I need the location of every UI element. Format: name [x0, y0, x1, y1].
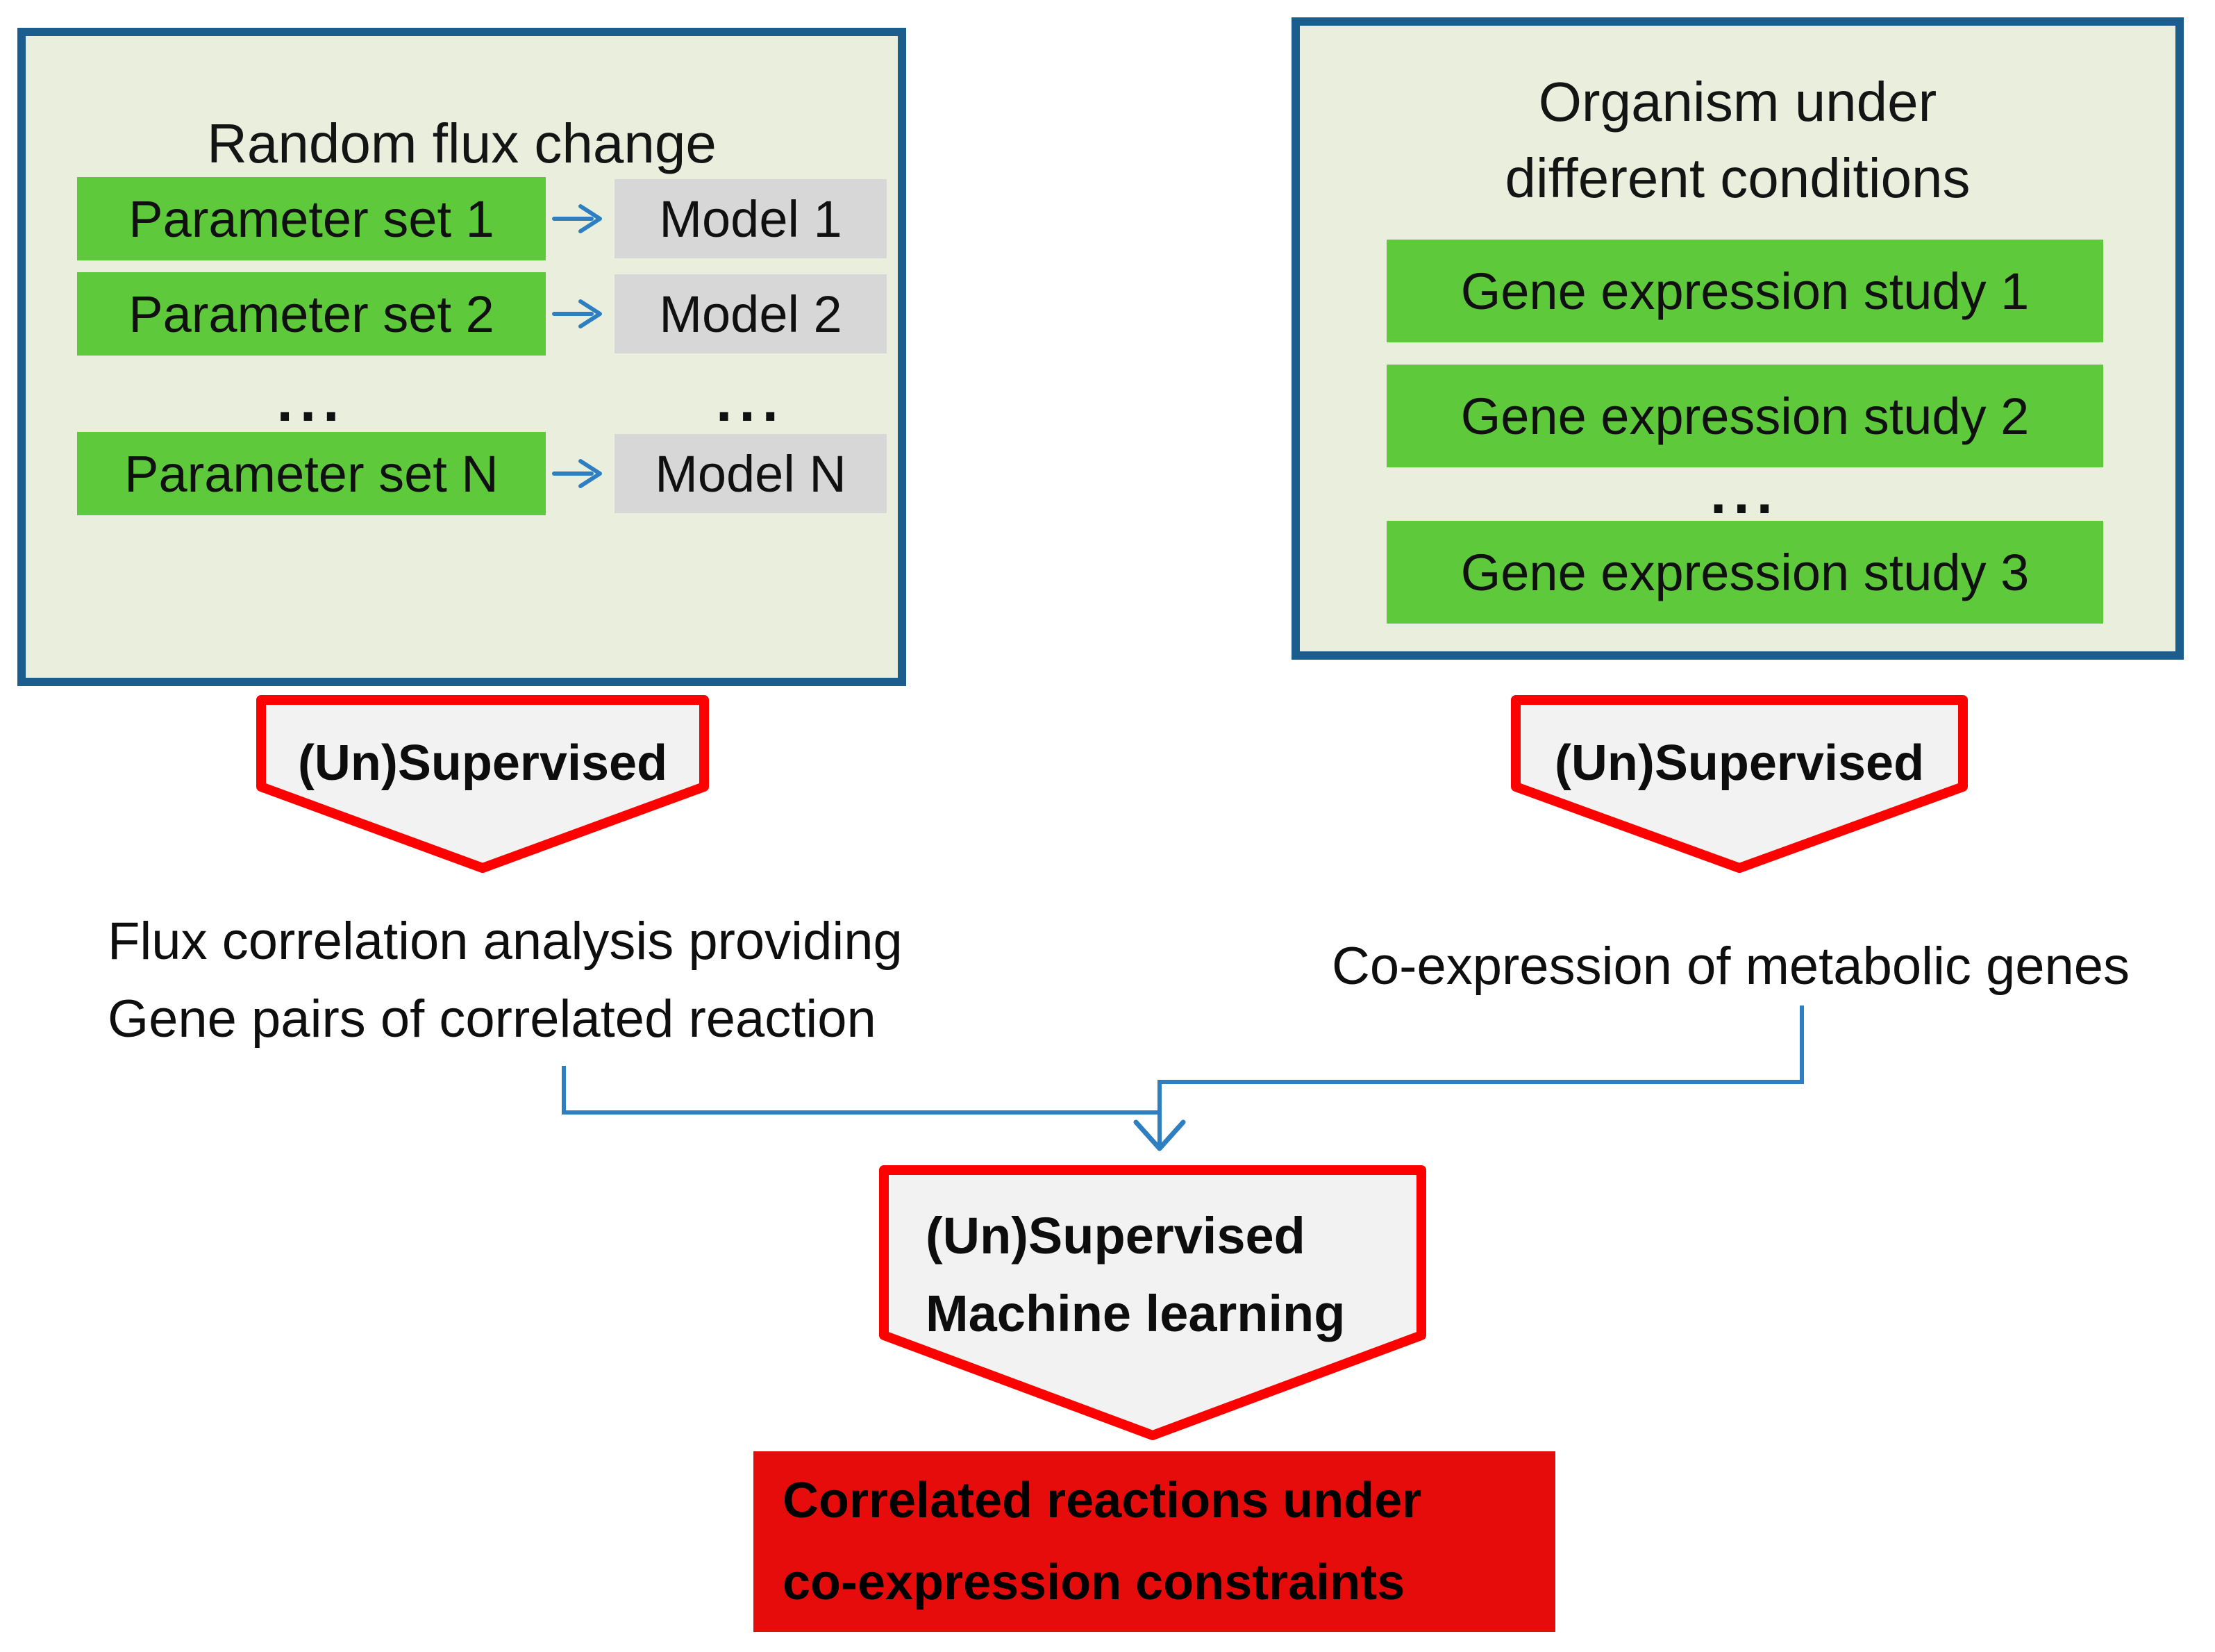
parameter-ellipsis: ... — [276, 367, 346, 433]
pentagon-down-icon — [879, 1165, 1426, 1440]
gene-expression-study-3-box: Gene expression study 3 — [1387, 521, 2103, 624]
pentagon-down-icon — [1511, 695, 1968, 873]
result-line1: Correlated reactions under — [783, 1473, 1422, 1528]
left-branch-wire — [562, 1066, 1157, 1115]
model-n-box: Model N — [615, 434, 887, 513]
flow-arrowhead-icon — [578, 299, 602, 328]
study-ellipsis: ... — [1710, 460, 1780, 526]
result-line2: co-expression constraints — [783, 1555, 1405, 1610]
random-flux-panel: Random flux change Parameter set 1 Param… — [17, 28, 906, 686]
flux-correlation-caption: Flux correlation analysis providing Gene… — [108, 903, 903, 1058]
random-flux-panel-title: Random flux change — [207, 112, 717, 174]
left-unsupervised-label: (Un)Supervised — [297, 735, 668, 791]
flux-correlation-caption-line1: Flux correlation analysis providing — [108, 912, 903, 971]
flow-arrowhead-icon — [578, 459, 602, 488]
organism-panel-title-line2: different conditions — [1505, 147, 1971, 209]
gene-expression-study-2-box: Gene expression study 2 — [1387, 365, 2103, 467]
flow-arrowhead-icon — [578, 204, 602, 233]
model-1-box: Model 1 — [615, 179, 887, 258]
gene-expression-study-1-box: Gene expression study 1 — [1387, 240, 2103, 342]
coexpression-caption: Co-expression of metabolic genes — [1332, 937, 2130, 996]
organism-panel: Organism under different conditions Gene… — [1292, 17, 2184, 660]
right-branch-wire — [1157, 1006, 1804, 1146]
model-ellipsis: ... — [715, 367, 785, 433]
merge-arrowhead-icon — [1133, 1119, 1186, 1151]
parameter-set-n-box: Parameter set N — [77, 432, 546, 515]
parameter-set-1-box: Parameter set 1 — [77, 177, 546, 260]
right-unsupervised-arrow: (Un)Supervised — [1510, 694, 1969, 874]
model-2-box: Model 2 — [615, 274, 887, 353]
organism-panel-title-line1: Organism under — [1538, 71, 1937, 133]
machine-learning-arrow: (Un)Supervised Machine learning — [878, 1165, 1427, 1441]
flux-correlation-caption-line2: Gene pairs of correlated reaction — [108, 990, 876, 1049]
machine-learning-label-line1: (Un)Supervised — [926, 1207, 1305, 1265]
right-unsupervised-label: (Un)Supervised — [1554, 735, 1925, 791]
pentagon-down-icon — [256, 695, 709, 873]
parameter-set-2-box: Parameter set 2 — [77, 272, 546, 356]
result-box: Correlated reactions under co-expression… — [753, 1451, 1555, 1632]
machine-learning-label-line2: Machine learning — [926, 1285, 1346, 1342]
left-unsupervised-arrow: (Un)Supervised — [256, 694, 710, 874]
